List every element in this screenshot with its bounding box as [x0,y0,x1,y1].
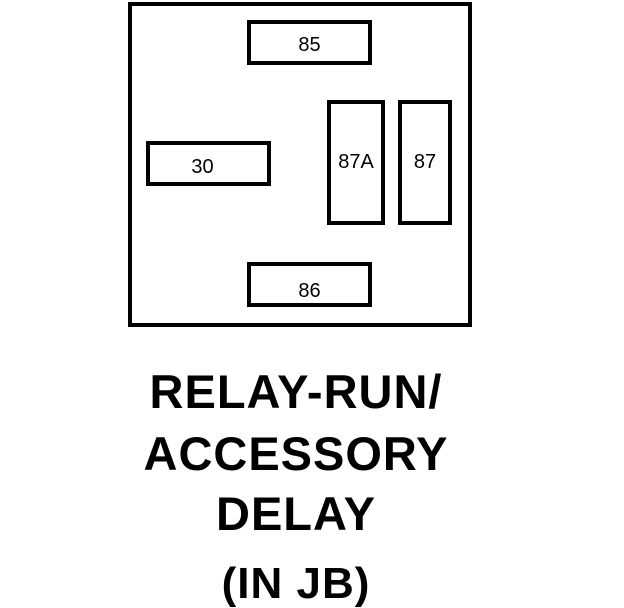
pin-85: 85 [247,20,372,65]
caption-line-4: (IN JB) [221,559,371,608]
pin-87-label: 87 [413,151,437,173]
pin-87a-label: 87A [338,151,374,173]
caption-line-3: DELAY [216,487,376,540]
caption-line-2: ACCESSORY [143,427,449,480]
pin-30: 30 [146,141,271,186]
pin-85-label: 85 [298,33,321,56]
pin-30-label: 30 [191,155,214,178]
caption-line-1: RELAY-RUN/ [149,365,443,418]
pin-86-label: 86 [298,279,321,302]
pin-87a: 87A [327,100,385,225]
pin-86: 86 [247,262,372,307]
pin-87: 87 [398,100,452,225]
